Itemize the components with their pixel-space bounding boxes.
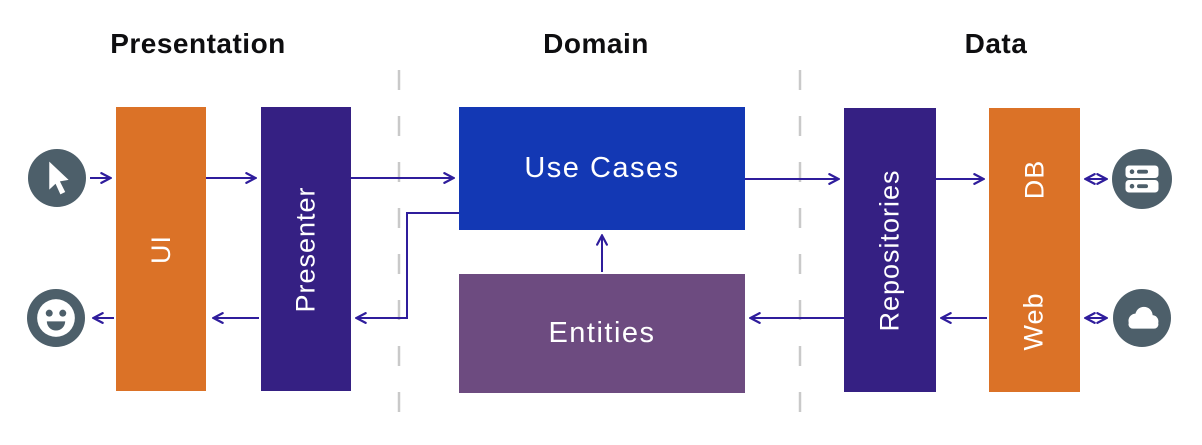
node-use-cases-label: Use Cases [524,152,680,184]
node-db: DB [989,108,1080,250]
cloud-icon [1113,289,1171,347]
section-header-domain: Domain [543,28,649,59]
node-repositories-label: Repositories [874,168,905,332]
server-icon [1112,149,1172,209]
node-presenter: Presenter [261,107,351,391]
node-use-cases: Use Cases [459,107,745,230]
arrow-use-cases-to-presenter-elbow [357,212,459,318]
node-db-label: DB [1018,159,1049,199]
node-ui-label: UI [145,234,176,264]
node-ui: UI [116,107,206,391]
node-repositories: Repositories [844,108,936,392]
node-presenter-label: Presenter [290,185,321,313]
node-data-sources: DB Web [989,108,1080,392]
smiley-icon [27,289,85,347]
node-entities-label: Entities [548,317,656,349]
section-header-presentation: Presentation [110,28,286,59]
cursor-icon [28,149,86,207]
node-web-label: Web [1019,291,1049,351]
section-header-data: Data [964,28,1028,59]
node-entities: Entities [459,274,745,393]
node-web: Web [989,250,1080,392]
